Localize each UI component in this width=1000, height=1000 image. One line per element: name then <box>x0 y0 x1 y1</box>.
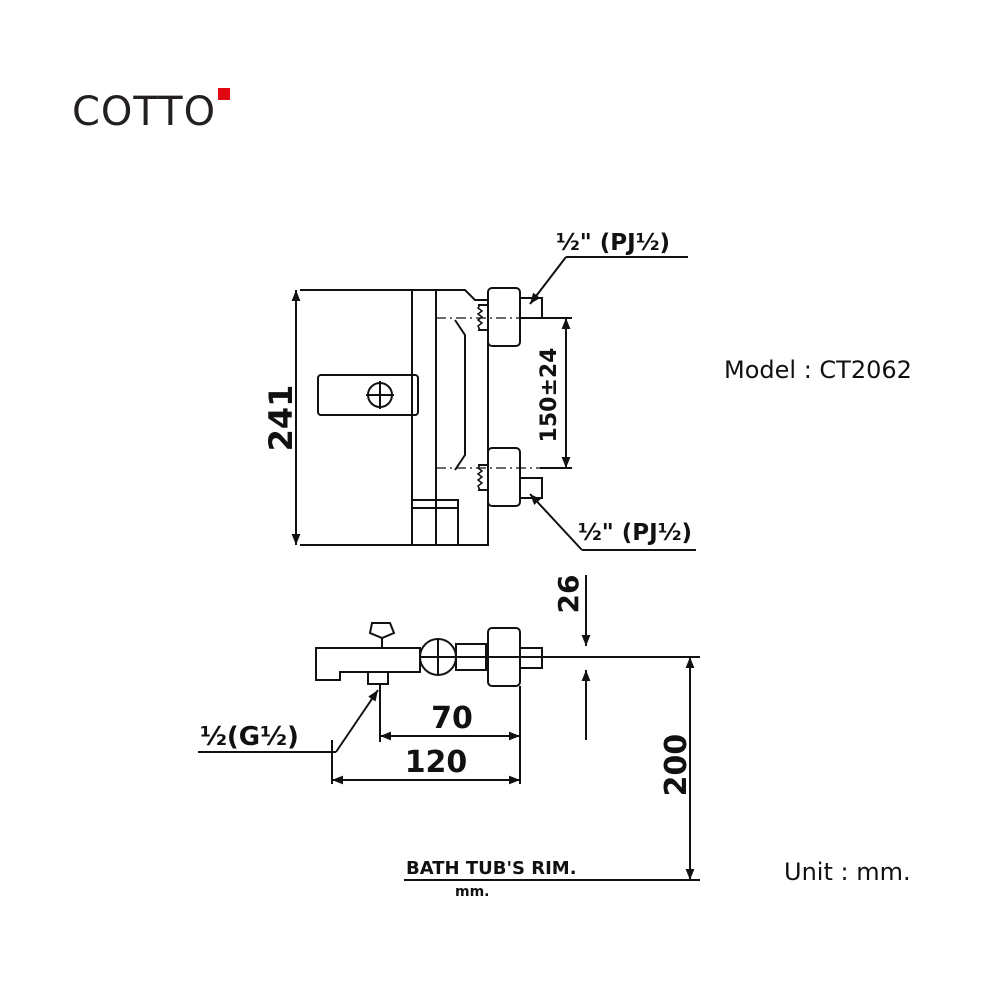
front-connector <box>454 319 466 471</box>
unit-label: Unit : mm. <box>784 858 911 886</box>
front-handle <box>317 374 419 416</box>
logo-red-square <box>218 88 230 100</box>
dim-150-lines <box>540 317 572 469</box>
side-spout <box>315 647 421 681</box>
dim-120-label: 120 <box>405 745 468 780</box>
inlet-bottom-leader <box>529 493 696 551</box>
front-view <box>300 287 550 546</box>
front-bottom-nut <box>487 447 521 507</box>
side-view <box>315 622 700 687</box>
inlet-top-label: ½" (PJ½) <box>556 230 670 256</box>
bathtub-rim-unit: mm. <box>455 884 490 900</box>
front-top-stub <box>519 297 543 319</box>
side-handle-knob <box>368 622 396 640</box>
dim-70-120-lines <box>331 684 521 785</box>
front-top-nut <box>487 287 521 347</box>
side-aerator <box>367 671 389 685</box>
dim-26-label: 26 <box>552 575 585 614</box>
logo-text: COTTO <box>72 89 217 135</box>
dim-150-label: 150±24 <box>537 348 562 443</box>
model-label: Model : CT2062 <box>724 356 912 384</box>
outlet-leader <box>198 689 379 753</box>
inlet-bottom-label: ½" (PJ½) <box>578 520 692 546</box>
dim-241-label: 241 <box>262 385 300 452</box>
bathtub-rim-label: BATH TUB'S RIM. <box>406 858 577 879</box>
outlet-label: ½(G½) <box>200 722 299 752</box>
cotto-logo: COTTO <box>72 88 230 135</box>
dim-200-label: 200 <box>659 734 694 797</box>
front-lower-block <box>411 499 459 546</box>
inlet-top-leader <box>529 256 688 305</box>
dim-70-label: 70 <box>431 701 473 736</box>
